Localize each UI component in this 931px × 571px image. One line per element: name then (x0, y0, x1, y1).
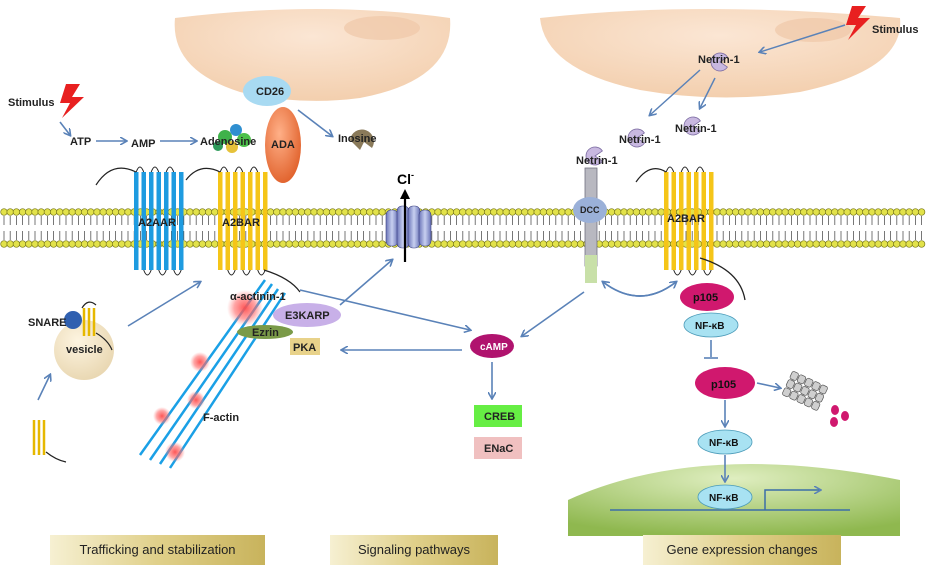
netrin-right-label: Netrin-1 (675, 123, 717, 135)
a2a-receptor-label: A2AAR (138, 217, 176, 229)
netrin-group (585, 52, 728, 166)
nfkb-membrane (683, 312, 739, 338)
nfkb-nucleus (697, 484, 753, 510)
netrin-top-label: Netrin-1 (698, 54, 740, 66)
actin-binding-spots (153, 290, 263, 462)
alpha-actinin-label: α-actinin-1 (230, 291, 286, 303)
nfkb-arrows (725, 382, 780, 481)
panel-label-left: Trafficking and stabilization (50, 535, 265, 565)
cytosolic-receptor-tail (45, 451, 67, 463)
netrin-dcc-icon (585, 146, 603, 166)
a2b-left-n-terminus (185, 167, 221, 181)
a2b-left-text: A2BAR (222, 217, 260, 229)
netrin-left-label: Netrin-1 (619, 134, 661, 146)
chloride-label: Cl- (397, 170, 414, 187)
a2b-right-n-terminus (635, 168, 667, 183)
inhibition-symbol (704, 340, 718, 359)
lightning-icon-left (60, 84, 84, 118)
signaling-arrows (299, 260, 676, 398)
creb-box (474, 405, 522, 427)
ezrin-protein (237, 325, 293, 339)
cytosolic-receptor-icon (32, 420, 46, 455)
pka-label: PKA (293, 342, 316, 354)
panel-label-middle: Signaling pathways (330, 535, 498, 565)
nfkb-cytoplasm (697, 429, 753, 455)
atp-label: ATP (70, 136, 91, 148)
nfkb-cytoplasm-label: NF-κB (709, 438, 738, 449)
nfkb-nucleus-label: NF-κB (709, 493, 738, 504)
e3karp-label: E3KARP (285, 310, 330, 322)
a2b-receptor-left-label: A2BAR (222, 217, 260, 229)
a2a-receptor-text: A2AAR (138, 217, 176, 229)
p105-free (695, 367, 755, 399)
chloride-channel (385, 205, 432, 249)
panel-label-right: Gene expression changes (643, 535, 841, 565)
vesicle-label: vesicle (66, 344, 103, 356)
adenosine-molecule-icon (213, 124, 251, 153)
netrin-arrows (650, 24, 846, 115)
vesicle-receptor-loop (81, 301, 97, 309)
adenosine-pathway-arrows (59, 109, 332, 141)
camp-label: cAMP (480, 342, 508, 353)
p105-free-label: p105 (711, 379, 736, 391)
pka-box (290, 338, 320, 355)
amp-label: AMP (131, 138, 155, 150)
proteasome-icon (782, 371, 828, 411)
camp-molecule (470, 334, 514, 358)
p105-membrane-label: p105 (693, 292, 718, 304)
f-actin-label: F-actin (203, 412, 239, 424)
chloride-text: Cl (397, 171, 411, 187)
ada-enzyme (265, 107, 301, 183)
cell-nucleus-left (344, 16, 420, 40)
enac-label: ENaC (484, 443, 513, 455)
a2b-receptor-left (218, 166, 268, 276)
dcc-receptor (573, 167, 607, 283)
ezrin-label: Ezrin (252, 327, 279, 339)
snare-protein (64, 311, 82, 329)
dcc-label: DCC (580, 205, 600, 215)
degraded-peptides-icon (830, 405, 849, 427)
a2b-left-c-terminus (263, 269, 301, 293)
vesicle-receptor-icon (82, 308, 96, 336)
netrin-top-icon (710, 52, 728, 72)
receptors-group (95, 166, 714, 293)
nfkb-membrane-label: NF-κB (695, 321, 724, 332)
trafficking-arrows (37, 282, 200, 401)
netrin-right-icon (683, 116, 701, 136)
inosine-molecule-icon (350, 129, 374, 150)
creb-label: CREB (484, 411, 515, 423)
stimulus-right-label: Stimulus (872, 24, 918, 36)
vesicle-receptor-tail (95, 332, 113, 351)
netrin-dcc-label: Netrin-1 (576, 155, 618, 167)
receptor-tail-right (699, 257, 746, 301)
stimulus-left-label: Stimulus (8, 97, 54, 109)
lightning-icon-right (846, 6, 870, 40)
a2a-receptor (134, 166, 184, 276)
inosine-label: Inosine (338, 133, 377, 145)
adenosine-label: Adenosine (200, 136, 256, 148)
a2a-n-terminus (95, 167, 137, 186)
a2b-right-text: A2BAR (667, 213, 705, 225)
snare-label: SNARE (28, 317, 67, 329)
cd26-label: CD26 (256, 86, 284, 98)
a2b-receptor-right (664, 166, 714, 276)
gene-transcription-arrow (764, 490, 820, 510)
netrin-left-icon (627, 128, 645, 148)
f-actin-filaments (138, 279, 287, 469)
p105-membrane (680, 283, 734, 311)
chloride-charge: - (411, 170, 414, 180)
a2b-receptor-right-label: A2BAR (667, 213, 705, 225)
cell-nucleus-right (775, 18, 851, 42)
e3karp-protein (273, 303, 341, 327)
cd26-protein (243, 76, 291, 106)
enac-box (474, 437, 522, 459)
ada-label: ADA (271, 139, 295, 151)
